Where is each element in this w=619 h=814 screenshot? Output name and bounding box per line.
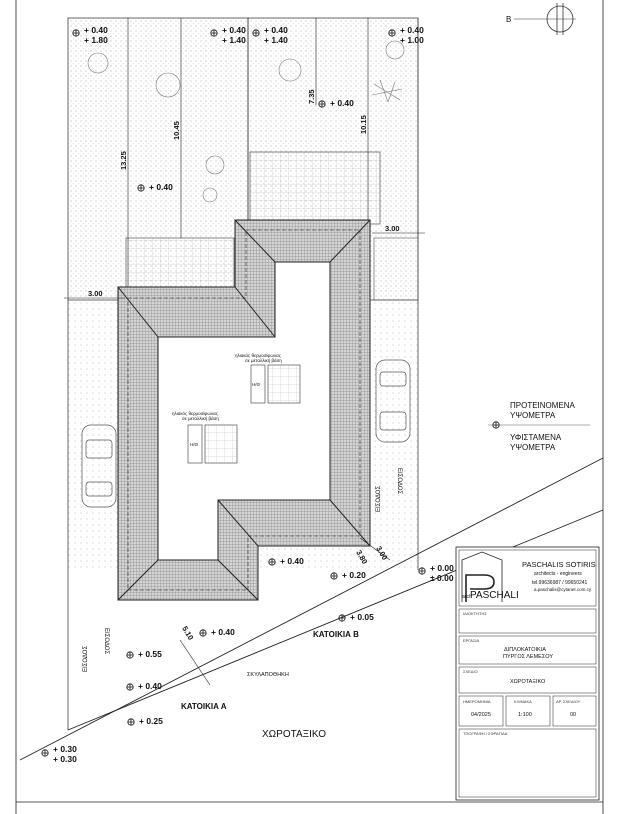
entrance-label-a: ΕΙΣΟΔΟΣ (83, 646, 89, 672)
project-label: ΕΡΓΑΣΙΑ (463, 638, 479, 643)
level-marker: + 0.40 + 1.40 (210, 25, 246, 45)
level-marker: + 0.00 ± 0.00 (418, 563, 454, 583)
tree-icon (87, 40, 405, 203)
level-value: + 0.40 (400, 25, 424, 35)
level-value: + 0.40 (330, 98, 354, 108)
company-logo: arch PASCHALI (461, 551, 519, 602)
level-value: + 1.40 (222, 35, 246, 45)
level-marker: + 0.25 (127, 716, 163, 726)
level-value: + 1.80 (84, 35, 108, 45)
level-value: + 0.05 (350, 612, 374, 622)
sheet-value: 00 (570, 712, 576, 718)
scale-value: 1:100 (518, 712, 532, 718)
level-value: + 0.55 (138, 649, 162, 659)
dim-7-35: 7.35 (307, 89, 316, 104)
dim-13-25: 13.25 (119, 151, 128, 170)
signature-label: ΤΠΟΓΡΑΦΗ / ΣΦΡΑΓΙΔΑ (463, 731, 508, 736)
level-value: ± 0.00 (430, 573, 454, 583)
level-value: + 0.30 (53, 754, 77, 764)
scale-label: ΚΛΙΜΑΚΑ (514, 699, 532, 704)
sheet-label: ΑΡ. ΣΧΕΔΙΟΥ (556, 699, 581, 704)
level-marker: + 0.40 + 1.40 (252, 25, 288, 45)
legend-existing-line2: ΥΨΟΜΕΤΡΑ (510, 443, 556, 452)
dim-3-00-left: 3.00 (88, 289, 103, 298)
drawing-label: ΣΧΕΔΙΟ (463, 669, 478, 674)
hw-label-2: Η/Θ (190, 442, 199, 447)
level-value: + 0.30 (53, 744, 77, 754)
pergola-left (125, 237, 235, 291)
level-marker: + 0.40 (199, 627, 235, 637)
level-value: + 1.00 (400, 35, 424, 45)
level-marker: + 0.40 (126, 681, 162, 691)
level-marker: + 0.40 (268, 556, 304, 566)
car-icon (81, 359, 411, 508)
level-value: + 0.40 (138, 681, 162, 691)
level-marker: + 0.30 + 0.30 (41, 744, 77, 764)
entrance-label-b2: ΕΙΣΟΔΟΣ (396, 468, 402, 494)
drawing-main-title: ΧΩΡΟΤΑΞΙΚΟ (262, 729, 326, 740)
drawing-value: ΧΩΡΟΤΑΞΙΚΟ (510, 679, 546, 685)
level-value: + 0.40 (149, 182, 173, 192)
north-arrow-icon: B (506, 3, 576, 35)
level-marker: + 0.40 + 1.80 (72, 25, 108, 45)
house-a-label: ΚΑΤΟΙΚΙΑ Α (181, 702, 227, 711)
level-value: + 1.40 (264, 35, 288, 45)
project-line2: ΠΥΡΓΟΣ ΛΕΜΕΣΟΥ (503, 654, 553, 660)
hw-label-1: Η/Θ (252, 382, 261, 387)
level-marker: + 0.05 (338, 612, 374, 622)
date-label: ΗΜΕΡΟΜΗΝΙΑ (463, 699, 491, 704)
house-b-label: ΚΑΤΟΙΚΙΑ Β (313, 630, 359, 639)
entrance-arrow-icon: ΕΙΣΟΔΟΣ ΕΙΣΟΔΟΣ ΕΙΣΟΔΟΣ ΕΙΣΟΔΟΣ (83, 468, 402, 672)
dim-5-10: 5.10 (180, 625, 195, 642)
level-markers: + 0.40 + 1.80 + 0.40 + 1.40 + 0.40 + 1.4… (41, 25, 454, 764)
level-value: + 0.20 (342, 570, 366, 580)
dim-3-00-right: 3.00 (385, 224, 400, 233)
level-value: + 0.40 (222, 25, 246, 35)
north-label: B (506, 15, 511, 24)
entrance-label-a2: ΕΙΣΟΔΟΣ (103, 628, 109, 654)
level-value: + 0.00 (430, 563, 454, 573)
level-marker: + 0.40 (318, 98, 354, 108)
legend-proposed-line1: ΠΡΟΤΕΙΝΟΜΕΝΑ (510, 401, 576, 410)
roof-plan (117, 219, 371, 601)
level-marker: + 0.20 (330, 570, 366, 580)
level-value: + 0.40 (280, 556, 304, 566)
level-marker: + 0.55 (126, 649, 162, 659)
kennel-label: ΣΚΥΛΑΠΟΘΗΚΗ (247, 672, 289, 678)
dim-10-15: 10.15 (359, 115, 368, 134)
legend-existing-line1: ΥΦΙΣΤΑΜΕΝΑ (510, 433, 562, 442)
company-name: PASCHALIS SOTIRIS (522, 560, 596, 569)
date-value: 04/2025 (471, 712, 491, 718)
level-value: + 0.40 (84, 25, 108, 35)
logo-small-text: arch (462, 594, 472, 600)
logo-text: PASCHALI (470, 590, 519, 601)
level-marker: + 0.40 + 1.00 (388, 25, 424, 45)
company-subtitle: architects - engineers (534, 571, 582, 577)
dim-10-45: 10.45 (172, 121, 181, 140)
project-line1: ΔΙΠΛΟΚΑΤΟΙΚΙΑ (504, 647, 546, 653)
company-email: a.paschalis@cytanet.com.cy (534, 587, 592, 592)
legend-proposed-line2: ΥΨΟΜΕΤΡΑ (510, 411, 556, 420)
level-value: + 0.25 (139, 716, 163, 726)
level-marker: + 0.40 (137, 182, 173, 192)
level-value: + 0.40 (211, 627, 235, 637)
pergola-right (249, 151, 381, 225)
level-value: + 0.40 (264, 25, 288, 35)
company-phone: tel.99636987 / 99650241 (532, 580, 588, 586)
entrance-label-b: ΕΙΣΟΔΟΣ (376, 486, 382, 512)
owner-label: ΙΔΙΟΚΤΗΤΗΣ (463, 611, 487, 616)
dimension-lines (64, 18, 425, 686)
level-legend: ΠΡΟΤΕΙΝΟΜΕΝΑ ΥΨΟΜΕΤΡΑ ΥΦΙΣΤΑΜΕΝΑ ΥΨΟΜΕΤΡ… (488, 401, 590, 452)
title-block: arch PASCHALI PASCHALIS SOTIRIS architec… (455, 546, 600, 801)
